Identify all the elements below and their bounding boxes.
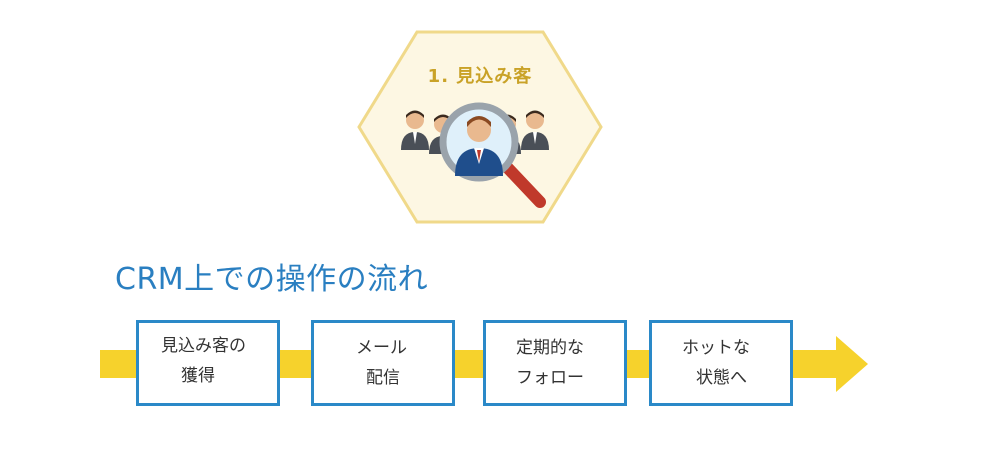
step-label-line1: 見込み客の: [161, 336, 246, 356]
step-label-line1: メール: [356, 338, 407, 358]
step-box-hot-status: ホットな 状態へ: [649, 320, 793, 406]
step-label-line1: 定期的な: [516, 338, 584, 358]
step-label-line2: 配信: [366, 368, 400, 388]
step-box-email-delivery: メール 配信: [311, 320, 455, 406]
hexagon-shape: [357, 30, 603, 224]
step-label-line1: ホットな: [682, 338, 750, 358]
step-label-line2: フォロー: [516, 368, 584, 388]
badge-title: 1. 見込み客: [427, 66, 533, 87]
step-label-line2: 獲得: [181, 366, 215, 386]
magnifier-icon: [439, 102, 546, 208]
step-label-line2: 状態へ: [696, 368, 747, 388]
step-box-regular-follow: 定期的な フォロー: [483, 320, 627, 406]
stage-badge: 1. 見込み客: [355, 30, 605, 225]
page-heading: CRM上での操作の流れ: [115, 262, 429, 297]
arrow-head: [836, 336, 868, 392]
step-box-acquire-leads: 見込み客の 獲得: [136, 320, 280, 406]
